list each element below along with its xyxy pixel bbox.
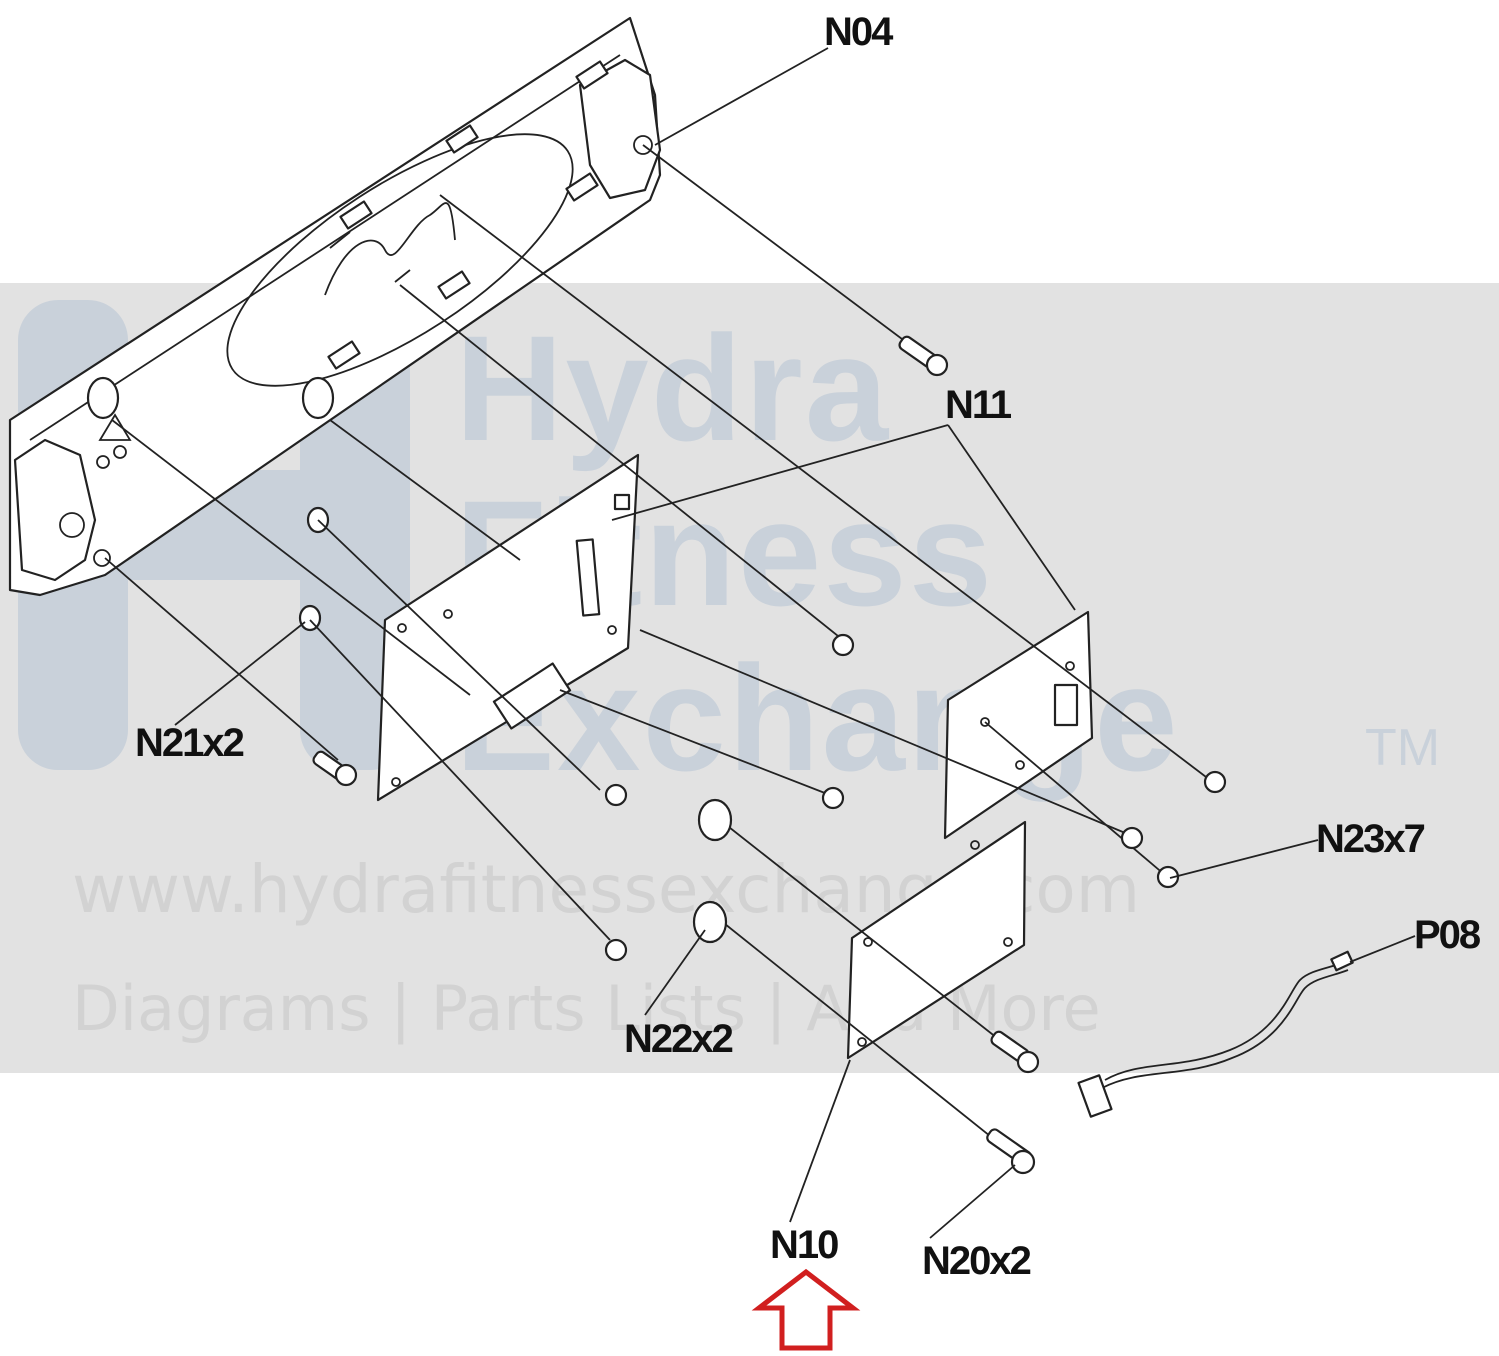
screw-mid-1: [831, 633, 855, 657]
callout-labels: N04 N11 N21x2 N23x7 P08 N22x2 N10 N20x2: [135, 10, 1483, 1283]
screw-right-1: [1203, 770, 1227, 794]
n10-circuit-board: [846, 820, 1027, 1060]
main-circuit-board: [376, 453, 640, 802]
watermark-trademark: TM: [1365, 719, 1440, 777]
callout-n20: N20x2: [922, 1239, 1031, 1283]
screw-low-1: [604, 938, 628, 962]
screw-right-3: [1156, 865, 1180, 889]
callout-n04: N04: [824, 10, 894, 54]
callout-n10: N10: [770, 1223, 838, 1267]
screw-n20-2: [986, 1128, 1036, 1175]
screw-mid-3: [821, 786, 845, 810]
side-circuit-board: [943, 610, 1094, 840]
callout-p08: P08: [1414, 913, 1481, 957]
assembly-lines: [104, 144, 1211, 1161]
screw-mid-2: [604, 783, 628, 807]
callout-n23: N23x7: [1316, 817, 1425, 861]
leader-lines: [174, 47, 1416, 1239]
cable-p08: [1077, 950, 1354, 1118]
screw-n04: [898, 335, 949, 377]
screw-right-2: [1120, 826, 1144, 850]
watermark-line1: Hydra: [455, 304, 890, 472]
callout-n22: N22x2: [624, 1017, 733, 1061]
standoffs-n22: [692, 798, 733, 944]
screw-left: [312, 750, 358, 787]
screws: [312, 335, 1227, 1175]
assembly-drawing: [8, 16, 1416, 1239]
screw-n20-1: [990, 1030, 1040, 1074]
up-arrow-icon: [751, 1268, 861, 1351]
callout-n21: N21x2: [135, 721, 244, 765]
bezel-panel: [8, 16, 662, 632]
callout-n11: N11: [945, 383, 1012, 427]
